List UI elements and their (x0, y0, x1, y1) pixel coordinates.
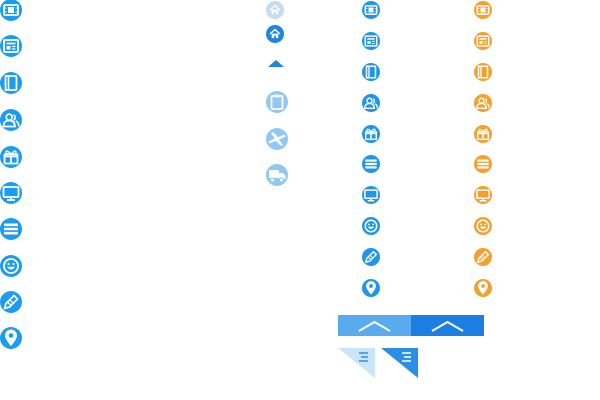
list-icon (402, 352, 411, 362)
clipboard-icon[interactable] (266, 91, 288, 113)
pencil-icon[interactable] (362, 248, 380, 266)
users-icon[interactable] (0, 109, 22, 131)
film-icon[interactable] (474, 1, 492, 19)
newspaper-icon[interactable] (0, 35, 22, 57)
smiley-icon[interactable] (474, 217, 492, 235)
menu-icon[interactable] (474, 155, 492, 173)
monitor-icon[interactable] (0, 182, 22, 204)
corner-menu-flag[interactable] (338, 348, 375, 378)
users-icon[interactable] (362, 94, 380, 112)
book-icon[interactable] (0, 72, 22, 94)
gift-icon[interactable] (362, 125, 380, 143)
truck-icon[interactable] (266, 164, 288, 186)
gift-icon[interactable] (474, 125, 492, 143)
menu-icon[interactable] (0, 218, 22, 240)
location-pin-icon[interactable] (0, 327, 22, 349)
menu-icon[interactable] (362, 155, 380, 173)
newspaper-icon[interactable] (362, 32, 380, 50)
list-icon (359, 352, 368, 362)
corner-menu-flag[interactable] (381, 348, 418, 378)
location-pin-icon[interactable] (362, 279, 380, 297)
back-to-top-button[interactable] (411, 315, 484, 336)
smiley-icon[interactable] (362, 217, 380, 235)
back-to-top-button[interactable] (338, 315, 411, 336)
monitor-icon[interactable] (474, 186, 492, 204)
monitor-icon[interactable] (362, 186, 380, 204)
users-icon[interactable] (474, 94, 492, 112)
home-active-icon[interactable] (266, 25, 284, 43)
chevron-up-icon (358, 320, 391, 332)
film-icon[interactable] (0, 0, 22, 21)
caret-up-icon[interactable] (268, 59, 284, 69)
chevron-up-icon (431, 320, 464, 332)
airplane-icon[interactable] (266, 128, 288, 150)
book-icon[interactable] (474, 63, 492, 81)
smiley-icon[interactable] (0, 255, 22, 277)
book-icon[interactable] (362, 63, 380, 81)
gift-icon[interactable] (0, 146, 22, 168)
film-icon[interactable] (362, 1, 380, 19)
pencil-icon[interactable] (0, 291, 22, 313)
home-inactive-icon[interactable] (266, 1, 284, 19)
location-pin-icon[interactable] (474, 279, 492, 297)
pencil-icon[interactable] (474, 248, 492, 266)
newspaper-icon[interactable] (474, 32, 492, 50)
